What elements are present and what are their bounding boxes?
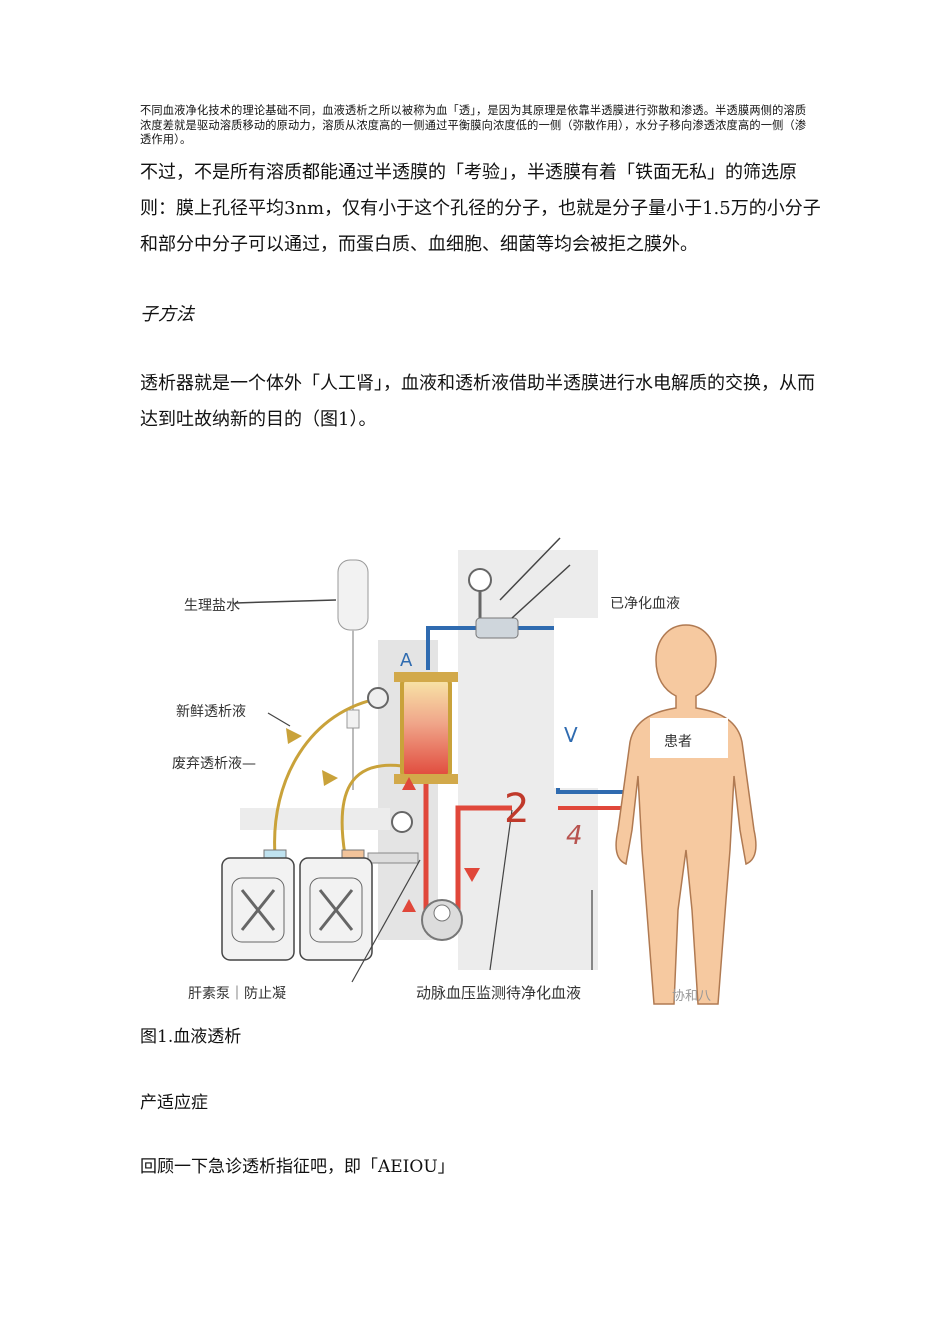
arrow-down-icon (464, 868, 480, 882)
mask (554, 618, 634, 788)
pointer-line (489, 809, 513, 971)
label-saline: 生理盐水 (184, 598, 240, 614)
red-line-up (455, 805, 512, 925)
review-paragraph: 回顾一下急诊透析指征吧，即「AEIOU」 (140, 1157, 455, 1177)
arrow-right-icon (322, 770, 338, 786)
heparin-pump (367, 852, 419, 864)
pointer-line (267, 712, 291, 727)
pressure-gauge-top (468, 568, 519, 639)
arrow-up-icon (402, 899, 416, 912)
saline-pointer (234, 599, 337, 604)
arrow-right-icon (286, 728, 302, 744)
blood-pump (421, 899, 463, 941)
indications-heading: 产适应症 (140, 1093, 208, 1113)
pointer-line (351, 859, 421, 983)
patient-silhouette (615, 624, 757, 1005)
arrow-up-icon (402, 777, 416, 790)
membrane-paragraph: 不过，不是所有溶质都能通过半透膜的「考验」，半透膜有着「铁面无私」的筛选原则：膜… (140, 162, 821, 255)
hemodialysis-figure: 生理盐水 新鲜透析液 废弃透析液— 已净化血液 患者 肝素泵｜防止凝 动脉血压监… (140, 530, 790, 1010)
label-fresh-dialysate: 新鲜透析液 (176, 704, 246, 720)
canister-waste (299, 849, 373, 961)
pointer-line (511, 564, 571, 619)
fresh-dialysate-tube (273, 696, 383, 856)
pointer-line (499, 537, 561, 601)
intro-small-text: 不同血液净化技术的理论基础不同，血液透析之所以被称为血「透」，是因为其原理是依靠… (140, 104, 807, 146)
canister-fresh (221, 849, 295, 961)
pressure-gauge-mid (391, 811, 413, 833)
label-heparin: 肝素泵｜防止凝 (188, 986, 286, 1002)
dialysate-gauge (367, 687, 389, 709)
shelf (240, 808, 390, 830)
watermark: 协和八 (672, 989, 711, 1004)
label-patient: 患者 (664, 734, 692, 750)
label-waste-dialysate: 废弃透析液— (172, 756, 256, 772)
waste-dialysate-tube (340, 763, 403, 856)
dialyzer-column (394, 672, 458, 784)
hemodialysis-diagram: 生理盐水 新鲜透析液 废弃透析液— 已净化血液 患者 肝素泵｜防止凝 动脉血压监… (172, 537, 757, 1005)
figure-caption: 图1.血液透析 (140, 1027, 242, 1047)
label-arterial: 动脉血压监测待净化血液 (416, 984, 581, 1002)
method-heading: 子方法 (140, 304, 194, 325)
saline-bag (337, 559, 369, 790)
mark-a: A (400, 650, 413, 671)
dialyzer-paragraph: 透析器就是一个体外「人工肾」，血液和透析液借助半透膜进行水电解质的交换，从而达到… (140, 373, 815, 430)
mark-4: 4 (566, 821, 583, 851)
patient-label-box (650, 718, 728, 758)
label-purified-blood: 已净化血液 (610, 596, 680, 612)
mark-v: V (564, 723, 578, 747)
mark-2: 2 (504, 786, 529, 832)
